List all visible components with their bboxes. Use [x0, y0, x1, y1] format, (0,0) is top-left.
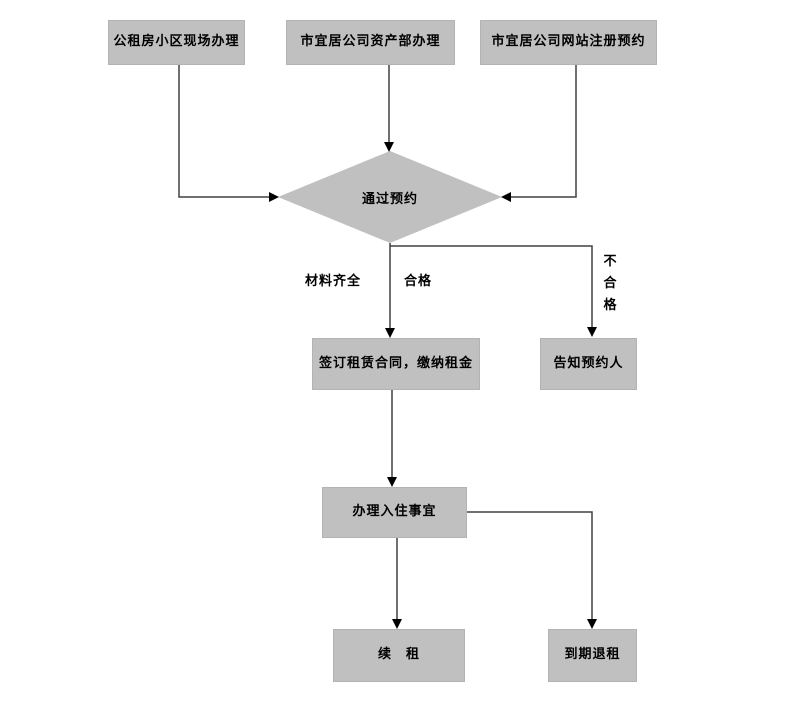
connector-onsite-to-decision [178, 65, 270, 198]
arrowhead-into-terminate [587, 619, 597, 629]
node-renew-lease: 续 租 [333, 629, 465, 682]
connector-decision-to-notify [390, 245, 593, 330]
arrowhead-into-decision-right [501, 192, 511, 202]
node-website-registration: 市宜居公司网站注册预约 [480, 20, 657, 65]
arrowhead-into-renew [392, 619, 402, 629]
arrowhead-into-decision-top [384, 142, 394, 152]
node-onsite-handling: 公租房小区现场办理 [108, 20, 245, 65]
node-assets-dept-handling: 市宜居公司资产部办理 [286, 20, 455, 65]
arrowhead-into-notify [587, 327, 597, 337]
node-notify-applicant: 告知预约人 [540, 338, 637, 390]
arrowhead-into-checkin [387, 477, 397, 487]
connector-checkin-to-terminate [467, 511, 593, 622]
node-checkin-procedures: 办理入住事宜 [322, 487, 467, 538]
node-sign-contract: 签订租赁合同，缴纳租金 [312, 338, 480, 390]
edge-label-unqualified: 不合格 [603, 254, 617, 313]
arrowhead-into-decision-left [269, 192, 279, 202]
arrowhead-into-sign [385, 328, 395, 338]
decision-diamond-shape [278, 151, 502, 243]
edge-label-materials-complete: 材料齐全 [305, 274, 362, 289]
edge-label-qualified: 合格 [404, 274, 433, 289]
node-lease-expiry-return: 到期退租 [548, 629, 637, 682]
connector-website-to-decision [511, 65, 577, 198]
node-decision-label: 通过预约 [361, 191, 418, 207]
